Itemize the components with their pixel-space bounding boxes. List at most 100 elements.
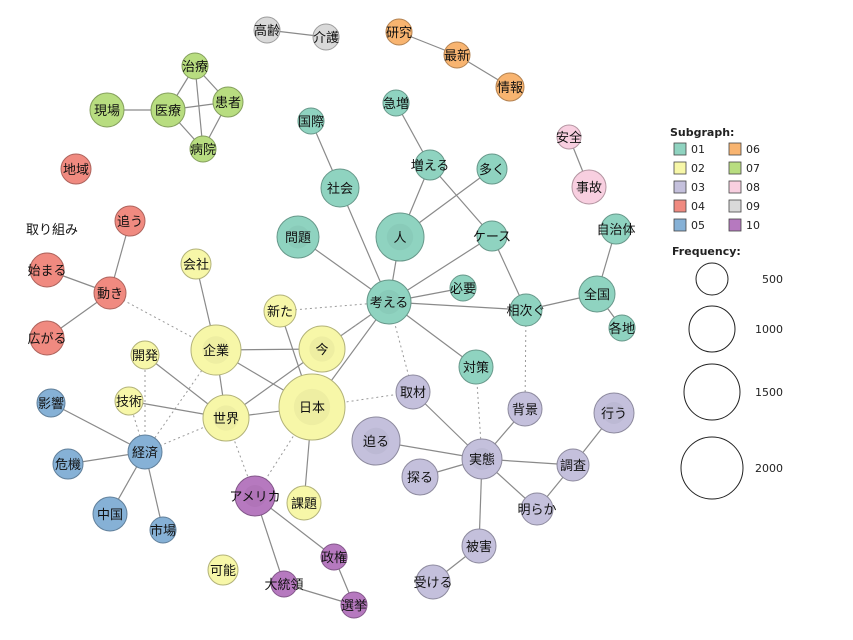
- node-label: 世界: [213, 412, 239, 427]
- node-circle: [150, 92, 186, 128]
- node-circle: [578, 275, 616, 313]
- legend-group-label: 08: [746, 181, 760, 194]
- node-circle: [29, 320, 65, 356]
- node-label: 市場: [150, 523, 176, 539]
- node-circle: [263, 294, 297, 328]
- node-chosa: 調査: [556, 448, 590, 482]
- node-circle-core: [286, 225, 310, 249]
- legend-size-label: 1500: [755, 386, 783, 399]
- node-label: 探る: [407, 471, 433, 486]
- node-semaru: 迫る: [351, 416, 401, 466]
- node-circle: [127, 434, 163, 470]
- node-circle: [556, 448, 590, 482]
- node-kenkyu: 研究: [385, 18, 413, 46]
- node-circle: [476, 153, 508, 185]
- node-circle-core: [202, 336, 230, 364]
- node-circle: [600, 213, 632, 245]
- node-byoin: 病院: [189, 135, 217, 163]
- node-label: 多く: [479, 162, 505, 178]
- node-jittai: 実態: [461, 438, 503, 480]
- node-iryo: 医療: [150, 92, 186, 128]
- node-mondai: 問題: [276, 215, 320, 259]
- node-label: 被害: [466, 539, 492, 555]
- node-label: 増える: [411, 159, 450, 174]
- node-kakuchi: 各地: [608, 314, 636, 342]
- node-circle: [461, 528, 497, 564]
- node-circle-core: [386, 223, 414, 251]
- node-akiraka: 明らか: [517, 492, 557, 526]
- node-label: 必要: [450, 282, 476, 297]
- node-kiki: 危機: [52, 448, 84, 480]
- legend-group-label: 01: [691, 143, 705, 156]
- node-kigyo: 企業: [190, 324, 242, 376]
- node-circle: [509, 293, 543, 327]
- node-gijutsu: 技術: [114, 386, 144, 416]
- node-kaihatsu: 開発: [130, 340, 160, 370]
- edge-kangaeru-aitsugu: [388, 301, 527, 311]
- node-nihon: 日本: [278, 373, 346, 441]
- node-kaisha: 会社: [180, 248, 212, 280]
- legend-subgraph-title: Subgraph:: [670, 126, 734, 139]
- node-label: 病院: [190, 143, 216, 158]
- legend-swatch-05: [673, 218, 687, 232]
- legend-size-circle: [683, 363, 741, 421]
- legend-swatch-09: [728, 199, 742, 213]
- node-label: 行う: [601, 407, 627, 422]
- node-label: 動き: [97, 287, 123, 302]
- node-circle: [495, 72, 525, 102]
- legend-size-circle: [695, 262, 729, 296]
- node-jichitai: 自治体: [596, 213, 636, 245]
- node-circle: [449, 274, 477, 302]
- node-label: 会社: [183, 257, 209, 273]
- node-label: 全国: [584, 287, 610, 303]
- node-circle: [207, 554, 239, 586]
- legend-swatch-01: [673, 142, 687, 156]
- node-label: ケース: [473, 230, 511, 245]
- node-label: 危機: [55, 458, 81, 473]
- node-jiko: 事故: [571, 169, 607, 205]
- edge-chiryo-byoin: [194, 65, 204, 150]
- node-label: 自治体: [596, 223, 635, 238]
- edge-eikyo-keizai: [50, 402, 146, 453]
- node-chiryo: 治療: [181, 52, 209, 80]
- node-shakai: 社会: [320, 168, 360, 208]
- legend-group-label: 04: [691, 200, 705, 213]
- node-circle: [476, 220, 508, 252]
- node-label: 追う: [117, 214, 143, 230]
- node-hito: 人: [375, 212, 425, 262]
- node-circle: [181, 52, 209, 80]
- node-fueru: 増える: [411, 149, 450, 181]
- legend-size-circle: [688, 305, 736, 353]
- node-label: アメリカ: [229, 490, 280, 505]
- legend-group-label: 06: [746, 143, 760, 156]
- edge-aitsugu-haikei: [524, 309, 527, 410]
- legend-group-label: 03: [691, 181, 705, 194]
- node-circle-core: [471, 448, 493, 470]
- node-label: 研究: [386, 26, 412, 41]
- node-taisaku: 対策: [458, 349, 494, 385]
- legend-swatch-02: [673, 161, 687, 175]
- node-seiken: 政権: [320, 543, 348, 571]
- node-label: 選挙: [341, 599, 367, 614]
- node-label: 始まる: [27, 264, 66, 279]
- node-circle: [253, 16, 281, 44]
- node-label: 日本: [299, 401, 325, 416]
- node-aitsugu: 相次ぐ: [506, 293, 546, 327]
- legend-size-label: 1000: [755, 323, 783, 336]
- node-kadai: 課題: [286, 485, 322, 521]
- node-circle: [114, 205, 146, 237]
- node-circle: [458, 349, 494, 385]
- node-label: 今: [315, 342, 328, 358]
- node-circle: [189, 135, 217, 163]
- node-label: 医療: [155, 104, 181, 119]
- node-ou: 追う: [114, 205, 146, 237]
- node-label: 実態: [469, 452, 495, 468]
- node-circle: [443, 41, 471, 69]
- node-circle: [401, 458, 439, 496]
- legend-group-label: 05: [691, 219, 705, 232]
- node-circle: [60, 153, 92, 185]
- node-label: 可能: [210, 564, 236, 579]
- node-label: 介護: [313, 30, 339, 46]
- node-layer: 高齢介護研究最新情報治療現場医療患者病院安全事故地域取り組み追う始まる動き広がる…: [26, 16, 636, 619]
